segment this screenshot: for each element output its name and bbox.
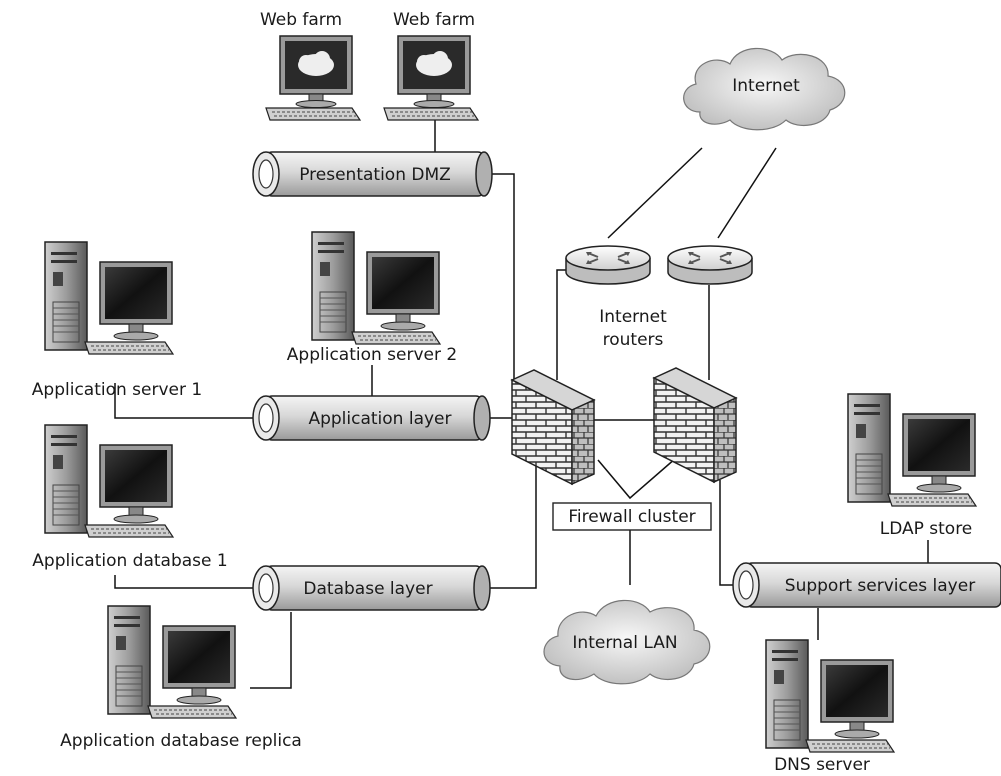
firewall-2-icon bbox=[652, 367, 738, 484]
application-server-1-computer-icon bbox=[44, 241, 174, 355]
internet-label: Internet bbox=[732, 76, 800, 96]
application-layer-label: Application layer bbox=[308, 409, 451, 429]
web-farm-1-computer-icon bbox=[265, 35, 361, 121]
application-database-replica-computer-icon bbox=[107, 605, 237, 719]
ldap-store-computer-icon bbox=[847, 393, 977, 507]
support-services-layer-label: Support services layer bbox=[785, 576, 975, 596]
connection-lines bbox=[114, 112, 929, 689]
application-server-1-label: Application server 1 bbox=[32, 380, 202, 400]
application-database-1-computer-icon bbox=[44, 424, 174, 538]
presentation-dmz-label: Presentation DMZ bbox=[299, 165, 451, 185]
internet-router-1-icon bbox=[565, 245, 651, 285]
internet-router-2-icon bbox=[667, 245, 753, 285]
support-services-layer-pipe bbox=[732, 562, 1001, 608]
dns-server-computer-icon bbox=[765, 639, 895, 753]
presentation-dmz-pipe bbox=[252, 151, 493, 197]
internet-cloud-icon bbox=[683, 47, 846, 131]
internet-routers-label-line2: routers bbox=[603, 330, 664, 350]
internal-lan-label: Internal LAN bbox=[572, 633, 677, 653]
application-server-2-label: Application server 2 bbox=[287, 345, 457, 365]
internal-lan-cloud-icon bbox=[543, 599, 711, 685]
application-database-replica-label: Application database replica bbox=[60, 731, 302, 751]
application-database-1-label: Application database 1 bbox=[32, 551, 227, 571]
web-farm-1-label: Web farm bbox=[260, 10, 342, 30]
web-farm-2-label: Web farm bbox=[393, 10, 475, 30]
web-farm-2-computer-icon bbox=[383, 35, 479, 121]
application-server-2-computer-icon bbox=[311, 231, 441, 345]
internet-routers-label-line1: Internet bbox=[599, 307, 667, 327]
firewall-cluster-box bbox=[552, 502, 712, 531]
firewall-cluster-label: Firewall cluster bbox=[568, 507, 695, 527]
database-layer-label: Database layer bbox=[303, 579, 432, 599]
dns-server-label: DNS server bbox=[774, 755, 870, 775]
database-layer-pipe bbox=[252, 565, 491, 611]
application-layer-pipe bbox=[252, 395, 491, 441]
firewall-1-icon bbox=[510, 369, 596, 486]
ldap-store-label: LDAP store bbox=[880, 519, 973, 539]
